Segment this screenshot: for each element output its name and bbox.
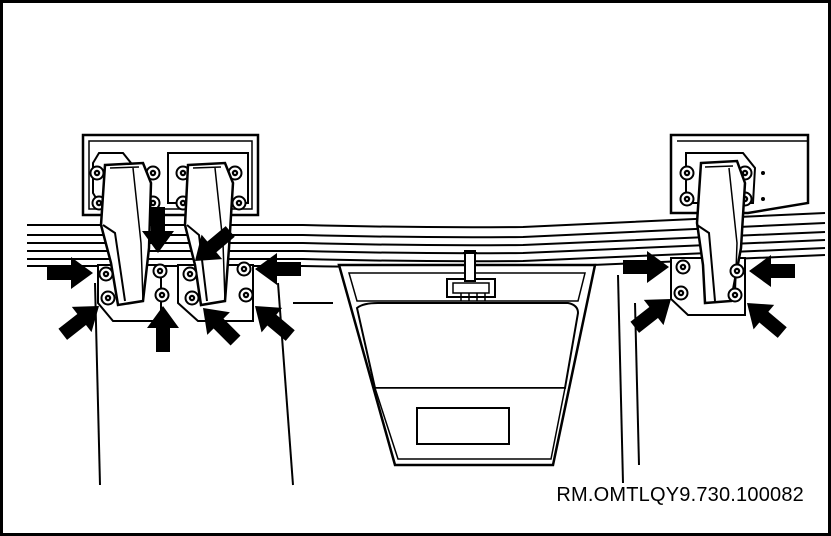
hinge-icon [97,161,162,322]
bolt-icon [152,263,168,279]
figure-reference-code: RM.OMTLQY9.730.100082 [556,484,804,506]
bolt-icon [727,287,743,303]
bolt-icon [679,191,695,207]
bolt-icon [238,287,254,303]
bolt-icon [98,266,114,282]
arrow-icon [47,257,93,289]
bolt-icon [89,165,105,181]
bolt-icon [182,266,198,282]
hinge-bolt-diagram [27,133,826,486]
arrow-icon [255,253,301,285]
bolt-icon [236,261,252,277]
bolt-icon [100,290,116,306]
bolt-icon [231,195,247,211]
hinge-icon [670,159,747,316]
bolt-icon [675,259,691,275]
latch-striker [446,250,496,301]
arrow-icon [749,255,795,287]
left-arrows [47,207,301,352]
bolt-icon [673,285,689,301]
center-latch-panel [337,263,597,467]
bolt-icon [729,263,745,279]
bolt-icon [184,290,200,306]
bolt-icon [679,165,695,181]
bolt-icon [154,287,170,303]
